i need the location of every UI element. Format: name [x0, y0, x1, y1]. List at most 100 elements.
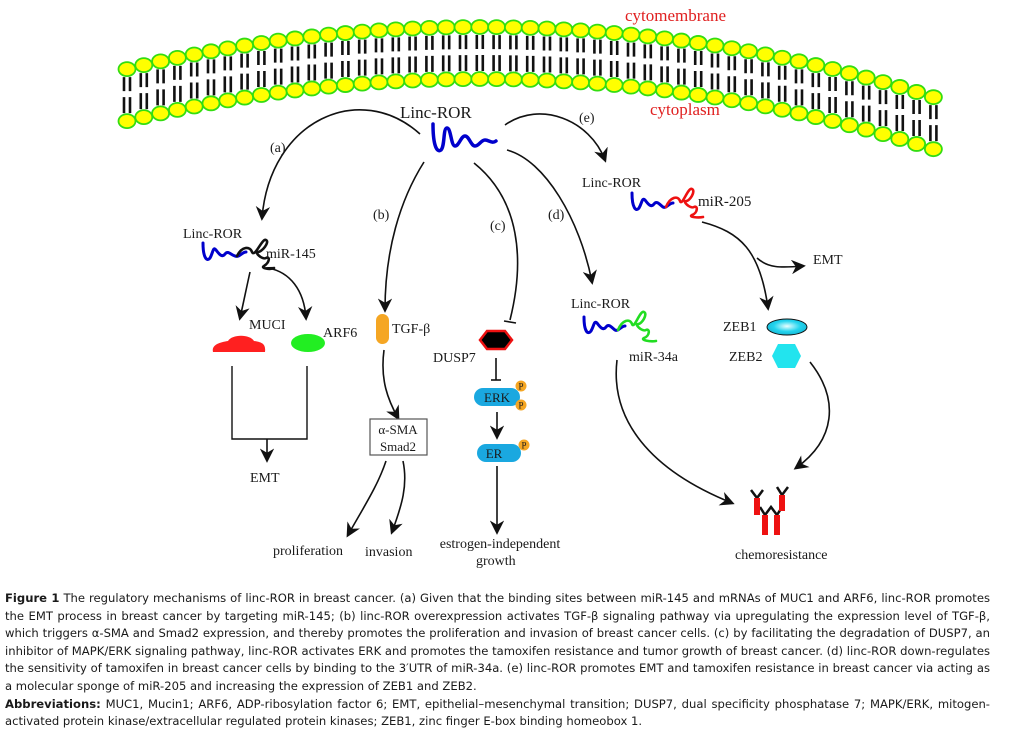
lipid-tail — [408, 36, 417, 73]
lipid-head — [789, 105, 809, 122]
caption-paragraph: Figure 1 The regulatory mechanisms of li… — [5, 590, 990, 696]
lipid-tail — [912, 99, 921, 136]
lipid-head — [268, 84, 288, 101]
lipid-tail — [257, 51, 266, 88]
sma-smad2-box — [369, 418, 428, 456]
mir205-strand — [664, 187, 705, 219]
lipid-head — [151, 105, 171, 122]
zeb1-label: ZEB1 — [723, 320, 756, 335]
lipid-head — [739, 95, 758, 112]
lipid-head — [436, 71, 456, 88]
lipid-tail — [828, 77, 837, 114]
lipid-head — [369, 74, 389, 91]
erk-phospho-1 — [515, 380, 527, 392]
lipid-tail — [794, 69, 804, 106]
lipid-head — [487, 19, 507, 35]
lipid-tail — [576, 38, 585, 75]
lipid-head — [588, 75, 607, 92]
arrow-to-zeb — [701, 221, 774, 311]
lipid-head — [117, 61, 137, 78]
lipid-tail — [139, 73, 149, 110]
er-phospho-label: P — [521, 441, 526, 451]
lipid-tail — [341, 41, 350, 78]
lipid-head — [201, 43, 221, 60]
pathway-d-lincror-label: Linc-ROR — [571, 297, 631, 312]
central-lincror-rna — [431, 122, 498, 153]
pathway-b-tag: (b) — [373, 208, 390, 223]
lipid-tail — [542, 36, 552, 73]
pathway-c-tag: (c) — [490, 219, 506, 234]
lipid-head — [352, 23, 372, 40]
lipid-head — [638, 28, 658, 45]
lipid-tail — [593, 39, 602, 76]
lipid-head — [285, 82, 305, 99]
lipid-head — [873, 74, 893, 91]
lipid-head — [890, 79, 910, 95]
lipid-head — [184, 98, 204, 115]
arrow-to-chemoresistance-d — [615, 359, 735, 506]
arrow-to-pathway-a — [255, 109, 421, 221]
er-shape — [477, 444, 521, 462]
lipid-tail — [223, 56, 233, 93]
muc1-label: MUCI — [249, 318, 286, 333]
lipid-head — [856, 69, 876, 86]
pathway-a-emt-label: EMT — [250, 471, 280, 486]
lipid-head — [806, 109, 826, 125]
mir34a-label: miR-34a — [629, 350, 679, 365]
lipid-head — [268, 32, 288, 49]
lipid-head — [134, 109, 154, 126]
lipid-head — [520, 19, 540, 36]
lipid-head — [655, 82, 674, 99]
arrow-to-pathway-b — [377, 161, 425, 313]
tgfb-shape — [376, 314, 389, 344]
lipid-tail — [492, 35, 501, 72]
erk-phospho-2 — [515, 399, 527, 411]
lipid-tail — [744, 59, 753, 96]
lipid-tail — [307, 44, 317, 81]
lipid-head — [621, 78, 641, 95]
abbreviations-paragraph: Abbreviations: MUC1, Mucin1; ARF6, ADP-r… — [5, 696, 990, 731]
arrow-to-proliferation — [346, 460, 387, 538]
lipid-head — [167, 49, 187, 66]
erk-phospho-2-label: P — [518, 401, 523, 411]
lipid-head — [335, 25, 355, 41]
lipid-head — [571, 22, 590, 39]
lipid-head — [772, 101, 792, 118]
lipid-head — [151, 53, 171, 70]
erk-label: ERK — [484, 390, 511, 405]
lipid-tail — [425, 35, 434, 72]
lipid-tail — [357, 39, 367, 76]
lipid-tail — [374, 38, 384, 75]
lipid-head — [840, 65, 859, 82]
lipid-tail — [693, 50, 703, 87]
central-lincror-label: Linc-ROR — [400, 103, 472, 122]
lipid-head — [453, 19, 473, 35]
proliferation-label: proliferation — [273, 544, 343, 559]
lipid-head — [470, 19, 490, 35]
lipid-tail — [643, 44, 653, 81]
figure-number-label: Figure 1 — [5, 591, 60, 605]
lipid-head — [924, 141, 943, 158]
zeb2-shape — [772, 344, 801, 368]
lipid-tail — [626, 42, 636, 79]
lipid-head — [537, 72, 557, 89]
lipid-head — [201, 95, 221, 112]
arrow-to-chemoresistance-e — [793, 361, 831, 470]
lipid-head — [184, 46, 204, 63]
lipid-tail — [878, 90, 888, 127]
lipid-head — [335, 77, 355, 93]
arrow-to-arf6 — [267, 267, 313, 321]
lipid-head — [722, 92, 742, 109]
lipid-head — [739, 43, 758, 60]
lipid-head — [369, 22, 389, 39]
lipid-head — [453, 71, 473, 87]
caption-text: The regulatory mechanisms of linc-ROR in… — [5, 591, 990, 693]
lipid-head — [840, 117, 859, 134]
lipid-tail — [122, 77, 132, 114]
dusp7-shape — [478, 329, 514, 351]
pathway-d-tag: (d) — [548, 208, 565, 223]
lipid-head — [386, 73, 406, 90]
emt-convergence-bracket-a — [231, 366, 308, 440]
lipid-head — [638, 80, 658, 97]
lipid-tail — [811, 73, 821, 110]
